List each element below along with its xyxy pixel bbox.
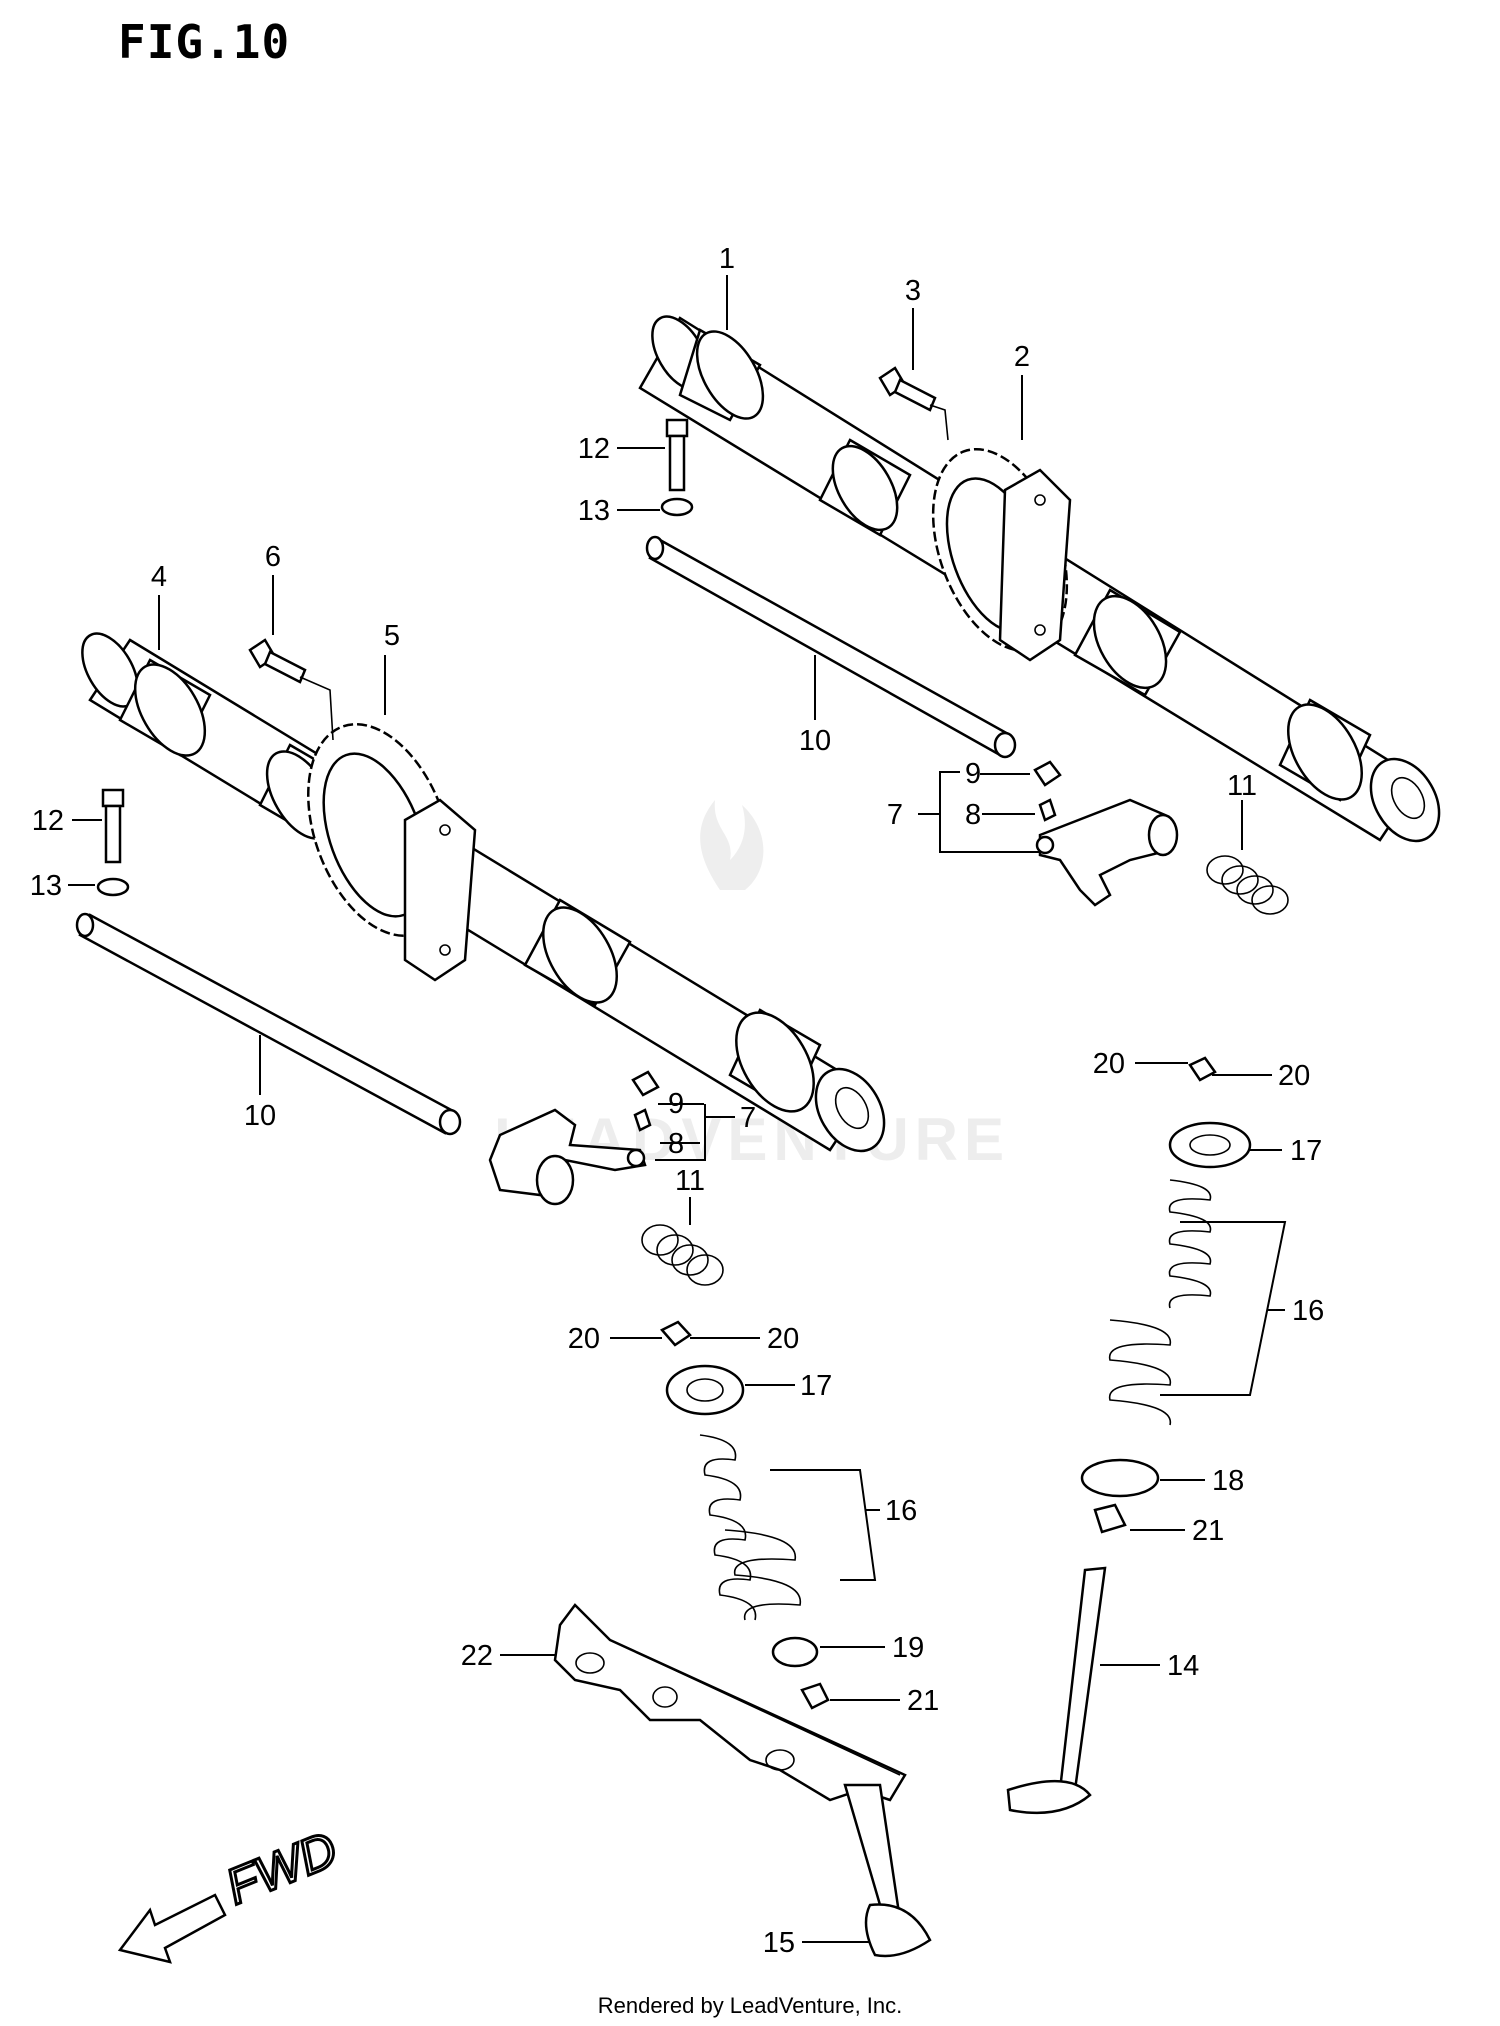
bolt-12-lower — [96, 788, 130, 897]
valve-15 — [843, 1783, 932, 1958]
forward-arrow: FWD — [117, 1819, 346, 1964]
callout-9-lower: 9 — [668, 1088, 684, 1120]
callout-12-upper: 12 — [578, 433, 610, 465]
bolt-6 — [248, 638, 334, 741]
callout-16-right: 16 — [1292, 1295, 1324, 1327]
valve-assembly-intake — [660, 1320, 830, 1710]
callout-21-left: 21 — [907, 1685, 939, 1717]
callout-17-left: 17 — [800, 1370, 832, 1402]
callout-10-lower: 10 — [244, 1100, 276, 1132]
valve-cover-plate — [553, 1603, 907, 1802]
callout-14: 14 — [1167, 1650, 1199, 1682]
callout-15: 15 — [763, 1927, 795, 1959]
callout-3: 3 — [905, 275, 921, 307]
callout-8-upper: 8 — [965, 799, 981, 831]
callout-20-upper-right: 20 — [1278, 1060, 1310, 1092]
credit-text: Rendered by LeadVenture, Inc. — [598, 1993, 903, 2018]
callout-13-upper: 13 — [578, 495, 610, 527]
callout-9-upper: 9 — [965, 758, 981, 790]
callout-11-upper: 11 — [1227, 770, 1257, 802]
callout-22: 22 — [461, 1640, 493, 1672]
callout-16-left: 16 — [885, 1495, 917, 1527]
spring-11-upper — [1206, 855, 1289, 915]
sprocket-upper — [931, 447, 1072, 662]
forward-label: FWD — [218, 1821, 345, 1916]
rocker-arm-lower — [488, 1070, 660, 1206]
callout-12-lower: 12 — [32, 805, 64, 837]
bolt-3 — [878, 366, 949, 441]
callout-18: 18 — [1212, 1465, 1244, 1497]
callout-20-lower-right: 20 — [767, 1323, 799, 1355]
callout-7-upper: 7 — [887, 799, 903, 831]
callout-labels: 1 2 3 4 5 6 7 8 9 10 11 12 13 12 13 10 9… — [30, 243, 1325, 1959]
rocker-shaft-upper — [645, 535, 1017, 759]
callout-11-lower: 11 — [675, 1165, 705, 1197]
bolt-12-upper — [660, 418, 694, 517]
callout-20-upper-left: 20 — [1093, 1048, 1125, 1080]
callout-19: 19 — [892, 1632, 924, 1664]
callout-13-lower: 13 — [30, 870, 62, 902]
callout-7-lower: 7 — [740, 1102, 756, 1134]
callout-6: 6 — [265, 541, 281, 573]
camshaft-lower — [81, 632, 886, 1153]
callout-1: 1 — [719, 243, 735, 275]
leader-lines — [68, 275, 1287, 1943]
sprocket-lower — [307, 723, 477, 982]
rocker-shaft-lower — [75, 912, 462, 1136]
callout-20-lower-left: 20 — [568, 1323, 600, 1355]
callout-4: 4 — [151, 561, 167, 593]
callout-8-lower: 8 — [668, 1128, 684, 1160]
callout-10-upper: 10 — [799, 725, 831, 757]
callout-5: 5 — [384, 620, 400, 652]
valve-assembly-exhaust — [1006, 1056, 1252, 1815]
callout-2: 2 — [1014, 341, 1030, 373]
callout-17-right: 17 — [1290, 1135, 1322, 1167]
callout-21-right: 21 — [1192, 1515, 1224, 1547]
rocker-arm-upper — [1033, 760, 1179, 907]
figure-title: FIG.10 — [118, 15, 290, 69]
spring-11-lower — [641, 1224, 724, 1286]
